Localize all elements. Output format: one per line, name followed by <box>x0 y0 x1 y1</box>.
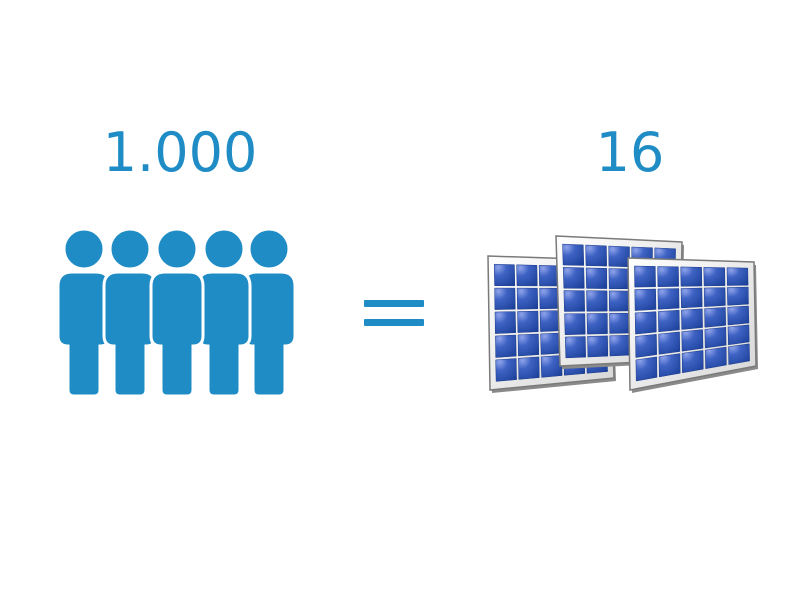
person-figure <box>56 227 112 398</box>
panel-cell <box>516 264 538 287</box>
panel-cell <box>562 267 585 289</box>
panel-cell <box>585 244 607 267</box>
person-figure <box>196 227 252 398</box>
panel-cell <box>634 265 656 288</box>
panel-cell <box>635 334 657 358</box>
person-figure <box>241 227 297 398</box>
panel-cell <box>681 350 704 374</box>
person-head <box>202 227 246 271</box>
person-figure <box>149 227 205 398</box>
person-head <box>62 227 106 271</box>
panel-cell <box>516 287 539 310</box>
panel-cell <box>634 311 657 335</box>
panel-cell <box>609 312 631 334</box>
panel-cell <box>563 290 585 312</box>
panel-cell <box>658 331 681 355</box>
person-head <box>247 227 291 271</box>
panel-cell <box>635 356 658 382</box>
person-body <box>56 270 112 398</box>
panel-cell <box>608 290 630 312</box>
panel-cell <box>634 288 657 311</box>
people-count: 1.000 <box>102 121 258 184</box>
panel-cell <box>681 329 704 352</box>
person-body <box>196 270 252 398</box>
panel-cell <box>608 245 630 268</box>
panel-count: 16 <box>595 121 665 184</box>
panel-cell <box>564 313 586 335</box>
panel-cell <box>587 335 609 358</box>
panel-cell <box>680 287 703 309</box>
person-head <box>108 227 152 271</box>
panel-cell <box>703 287 726 307</box>
panel-cell <box>728 343 750 365</box>
panel-cell <box>585 267 608 289</box>
panel-cell <box>681 308 703 330</box>
panel-cell <box>704 327 727 349</box>
panel-cell <box>562 243 585 266</box>
panel-cell <box>494 311 516 334</box>
solar-panels-icon <box>487 235 758 393</box>
panel-cell <box>495 358 517 382</box>
panel-cell <box>658 353 681 378</box>
panel-cell <box>586 313 608 335</box>
panel-cell <box>517 333 540 357</box>
panel-cell <box>518 356 540 380</box>
panel-cell <box>608 268 630 290</box>
panel-cell <box>657 288 680 310</box>
panel-cell <box>609 334 631 357</box>
panel-cell <box>680 266 703 287</box>
panel-cell <box>726 267 749 286</box>
equals-sign <box>364 300 424 326</box>
person-figure <box>102 227 158 398</box>
panel-cell <box>564 336 586 359</box>
panel-cell <box>727 324 750 346</box>
person-body <box>149 270 205 398</box>
panel-cell <box>495 334 517 358</box>
panel-cell <box>540 355 563 378</box>
panel-cell <box>657 266 679 287</box>
panel-cell <box>727 305 750 326</box>
panel-cell <box>493 263 516 287</box>
panel-cell <box>494 287 516 310</box>
panel-cell <box>517 310 539 333</box>
group-of-people-icon <box>56 227 297 398</box>
panel-cell <box>586 290 608 312</box>
person-body <box>102 270 158 398</box>
panel-cell <box>727 286 749 306</box>
panel-cell <box>658 309 680 333</box>
person-head <box>155 227 199 271</box>
solar-panel-right <box>627 257 758 393</box>
panel-cell <box>703 267 726 287</box>
panel-cell <box>705 346 727 369</box>
panel-cell <box>704 307 726 328</box>
